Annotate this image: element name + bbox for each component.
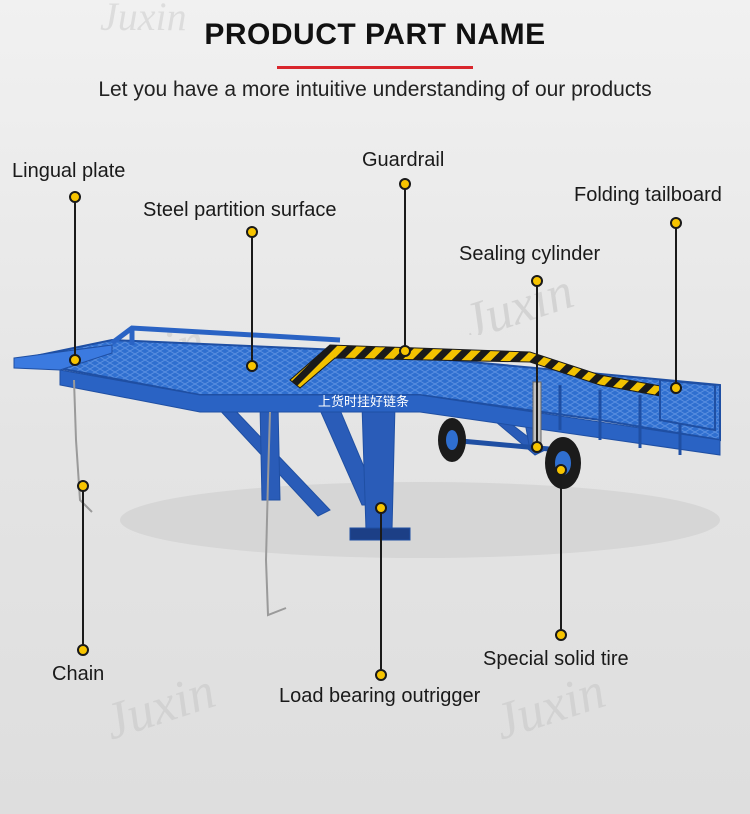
lingual-plate [13,344,113,371]
callout-lines [74,184,677,675]
label-steel-partition-surface: Steel partition surface [143,199,337,221]
callout-dot-sealing-cylinder [531,275,543,287]
safety-chain-left [73,379,93,513]
callout-dot-folding-tailboard-end [670,382,682,394]
page-title: PRODUCT PART NAME [204,18,546,51]
solid-tire-left [438,418,466,462]
callout-dot-special-solid-tire [555,464,567,476]
label-special-solid-tire: Special solid tire [483,648,629,670]
callout-dot-sealing-cylinder-end [531,441,543,453]
callout-dot-folding-tailboard [670,217,682,229]
label-lingual-plate: Lingual plate [12,160,126,182]
ramp-side-beam [59,369,721,456]
label-sealing-cylinder: Sealing cylinder [459,243,601,265]
folding-tailboard [659,378,716,432]
callout-dot-steel-partition-end [246,360,258,372]
callout-dots [69,178,682,681]
callout-dot-special-solid-tire-end [555,629,567,641]
title-underline [277,66,473,69]
callout-dot-lingual-plate [69,191,81,203]
callout-dot-load-bearing-outrigger [375,502,387,514]
ramp-side-text: 上货时挂好链条 [318,394,409,410]
solid-tire-right [545,437,581,489]
callout-dot-steel-partition [246,226,258,238]
callout-dot-load-bearing-outrigger-end [375,669,387,681]
label-folding-tailboard: Folding tailboard [574,184,722,206]
label-load-bearing-outrigger: Load bearing outrigger [279,685,481,707]
page-subtitle: Let you have a more intuitive understand… [98,78,652,101]
guardrail-frame [110,325,341,345]
callout-dot-guardrail-end [399,345,411,357]
callout-dot-chain [77,480,89,492]
label-chain: Chain [52,663,105,685]
callout-dot-lingual-plate-end [69,354,81,366]
ground-shadow [120,482,720,558]
label-guardrail: Guardrail [362,149,445,171]
callout-dot-guardrail [399,178,411,190]
callout-dot-chain-end [77,644,89,656]
safety-chain-right [264,411,287,617]
